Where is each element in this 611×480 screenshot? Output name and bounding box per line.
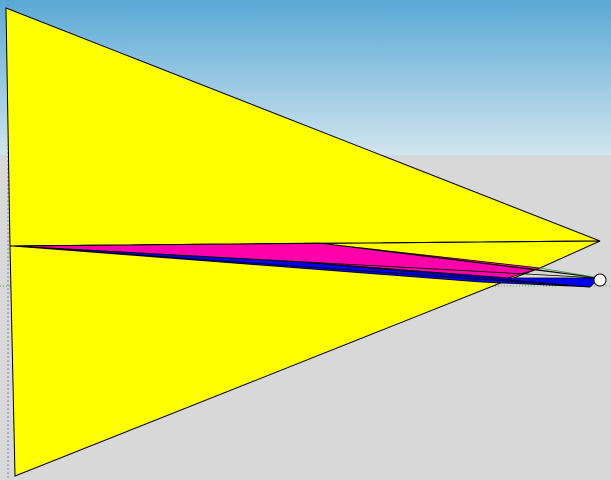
- red-body-face[interactable]: [317, 242, 601, 279]
- green-edge: [539, 267, 601, 279]
- body-edge-bottom: [11, 245, 591, 288]
- wing-fold-edge: [9, 240, 601, 247]
- circle-eye-icon[interactable]: [593, 273, 607, 287]
- body-edge-top: [11, 245, 601, 279]
